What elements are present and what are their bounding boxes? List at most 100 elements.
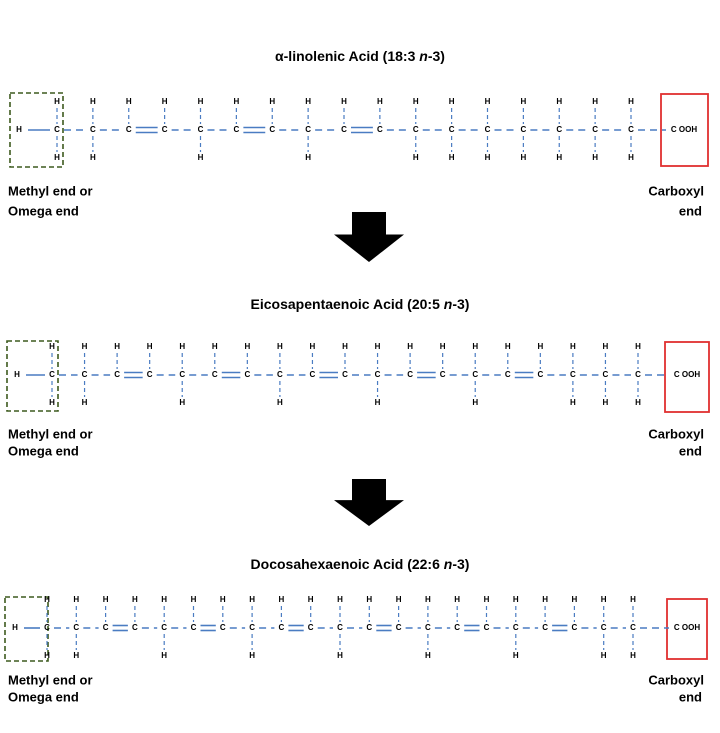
hydrogen-atom: H bbox=[449, 153, 455, 162]
carbon-unit: CHH bbox=[198, 97, 204, 162]
hydrogen-atom: H bbox=[485, 153, 491, 162]
hydrogen-atom: H bbox=[570, 398, 576, 407]
hydrogen-atom: H bbox=[269, 97, 275, 106]
carbon-unit: CHH bbox=[556, 97, 562, 162]
carboxyl-end-label-2: end bbox=[679, 443, 702, 458]
carbon-atom: C bbox=[49, 370, 55, 379]
carbon-atom: C bbox=[572, 623, 578, 632]
hydrogen-atom: H bbox=[191, 595, 197, 604]
hydrogen-atom: H bbox=[249, 595, 255, 604]
methyl-end-box bbox=[9, 92, 64, 168]
hydrogen-atom: H bbox=[449, 97, 455, 106]
carbon-atom: C bbox=[449, 125, 455, 134]
hydrogen-atom: H bbox=[305, 97, 311, 106]
hydrogen-atom: H bbox=[162, 97, 168, 106]
hydrogen-atom: H bbox=[73, 651, 79, 660]
carbon-unit: CH bbox=[396, 595, 402, 632]
carbon-unit: CHH bbox=[425, 595, 431, 660]
carbon-unit: CHH bbox=[90, 97, 96, 162]
methyl-end-box bbox=[6, 340, 59, 412]
carbon-unit: CHH bbox=[520, 97, 526, 162]
carbon-atom: C bbox=[556, 125, 562, 134]
hydrogen-atom: H bbox=[82, 342, 88, 351]
carbon-atom: C bbox=[407, 370, 413, 379]
hydrogen-atom: H bbox=[49, 342, 55, 351]
hydrogen-atom: H bbox=[413, 153, 419, 162]
carbon-unit: CHH bbox=[49, 342, 55, 407]
hydrogen-atom: H bbox=[556, 153, 562, 162]
carbon-atom: C bbox=[310, 370, 316, 379]
carbon-atom: C bbox=[366, 623, 372, 632]
hydrogen-atom: H bbox=[601, 651, 607, 660]
carbon-atom: C bbox=[484, 623, 490, 632]
carbon-unit: CH bbox=[572, 595, 578, 632]
hydrogen-atom: H bbox=[310, 342, 316, 351]
carbon-atom: C bbox=[220, 623, 226, 632]
hydrogen-atom: H bbox=[570, 342, 576, 351]
carbon-atom: C bbox=[396, 623, 402, 632]
carbon-unit: CHH bbox=[44, 595, 50, 660]
carbon-atom: C bbox=[342, 370, 348, 379]
hydrogen-atom: H bbox=[396, 595, 402, 604]
hydrogen-atom: H bbox=[425, 651, 431, 660]
carbon-atom: C bbox=[337, 623, 343, 632]
carbon-unit: CHH bbox=[73, 595, 79, 660]
carboxyl-end-box bbox=[664, 341, 710, 413]
hydrogen-atom: H bbox=[90, 153, 96, 162]
hydrogen-atom: H bbox=[592, 153, 598, 162]
hydrogen-atom: H bbox=[454, 595, 460, 604]
carbon-atom: C bbox=[505, 370, 511, 379]
carbon-unit: CH bbox=[114, 342, 120, 379]
carbon-atom: C bbox=[162, 125, 168, 134]
carbon-atom: C bbox=[542, 623, 548, 632]
molecule-title: Docosahexaenoic Acid (22:6 n-3) bbox=[251, 556, 470, 572]
carbon-unit: CH bbox=[484, 595, 490, 632]
carbon-unit: CH bbox=[244, 342, 250, 379]
carbon-unit: CH bbox=[132, 595, 138, 632]
carbon-unit: CH bbox=[505, 342, 511, 379]
hydrogen-atom: H bbox=[520, 97, 526, 106]
carbon-atom: C bbox=[601, 623, 607, 632]
molecule-title: Eicosapentaenoic Acid (20:5 n-3) bbox=[251, 296, 470, 312]
hydrogen-atom: H bbox=[244, 342, 250, 351]
carbon-atom: C bbox=[635, 370, 641, 379]
hydrogen-atom: H bbox=[179, 342, 185, 351]
hydrogen-atom: H bbox=[628, 97, 634, 106]
carbon-unit: CH bbox=[162, 97, 168, 134]
carbon-unit: CH bbox=[212, 342, 218, 379]
carbon-unit: CHH bbox=[161, 595, 167, 660]
hydrogen-atom: H bbox=[73, 595, 79, 604]
carboxyl-group: C OOH bbox=[671, 125, 697, 134]
carbon-unit: CH bbox=[377, 97, 383, 134]
carbon-atom: C bbox=[592, 125, 598, 134]
carbon-unit: CHH bbox=[485, 97, 491, 162]
carbon-atom: C bbox=[454, 623, 460, 632]
hydrogen-atom: H bbox=[542, 595, 548, 604]
carbon-atom: C bbox=[103, 623, 109, 632]
hydrogen-atom: H bbox=[628, 153, 634, 162]
carbon-atom: C bbox=[161, 623, 167, 632]
hydrogen-atom: H bbox=[572, 595, 578, 604]
methyl-end-label: Methyl end or bbox=[8, 672, 93, 687]
hydrogen-atom: H bbox=[537, 342, 543, 351]
hydrogen-atom: H bbox=[341, 97, 347, 106]
hydrogen-atom: H bbox=[114, 342, 120, 351]
hydrogen-atom: H bbox=[54, 153, 60, 162]
carbon-unit: CH bbox=[366, 595, 372, 632]
hydrogen-atom: H bbox=[12, 623, 18, 632]
hydrogen-atom: H bbox=[440, 342, 446, 351]
carbon-atom: C bbox=[440, 370, 446, 379]
hydrogen-atom: H bbox=[485, 97, 491, 106]
hydrogen-atom: H bbox=[233, 97, 239, 106]
carbon-atom: C bbox=[44, 623, 50, 632]
carbon-atom: C bbox=[233, 125, 239, 134]
hydrogen-atom: H bbox=[147, 342, 153, 351]
carbon-unit: CHH bbox=[630, 595, 636, 660]
hydrogen-atom: H bbox=[413, 97, 419, 106]
hydrogen-atom: H bbox=[337, 651, 343, 660]
carboxyl-end-label: Carboxyl bbox=[648, 426, 704, 441]
omega-end-label: Omega end bbox=[8, 443, 79, 458]
carbon-atom: C bbox=[82, 370, 88, 379]
carbon-unit: CHH bbox=[472, 342, 478, 407]
methyl-end-label: Methyl end or bbox=[8, 426, 93, 441]
